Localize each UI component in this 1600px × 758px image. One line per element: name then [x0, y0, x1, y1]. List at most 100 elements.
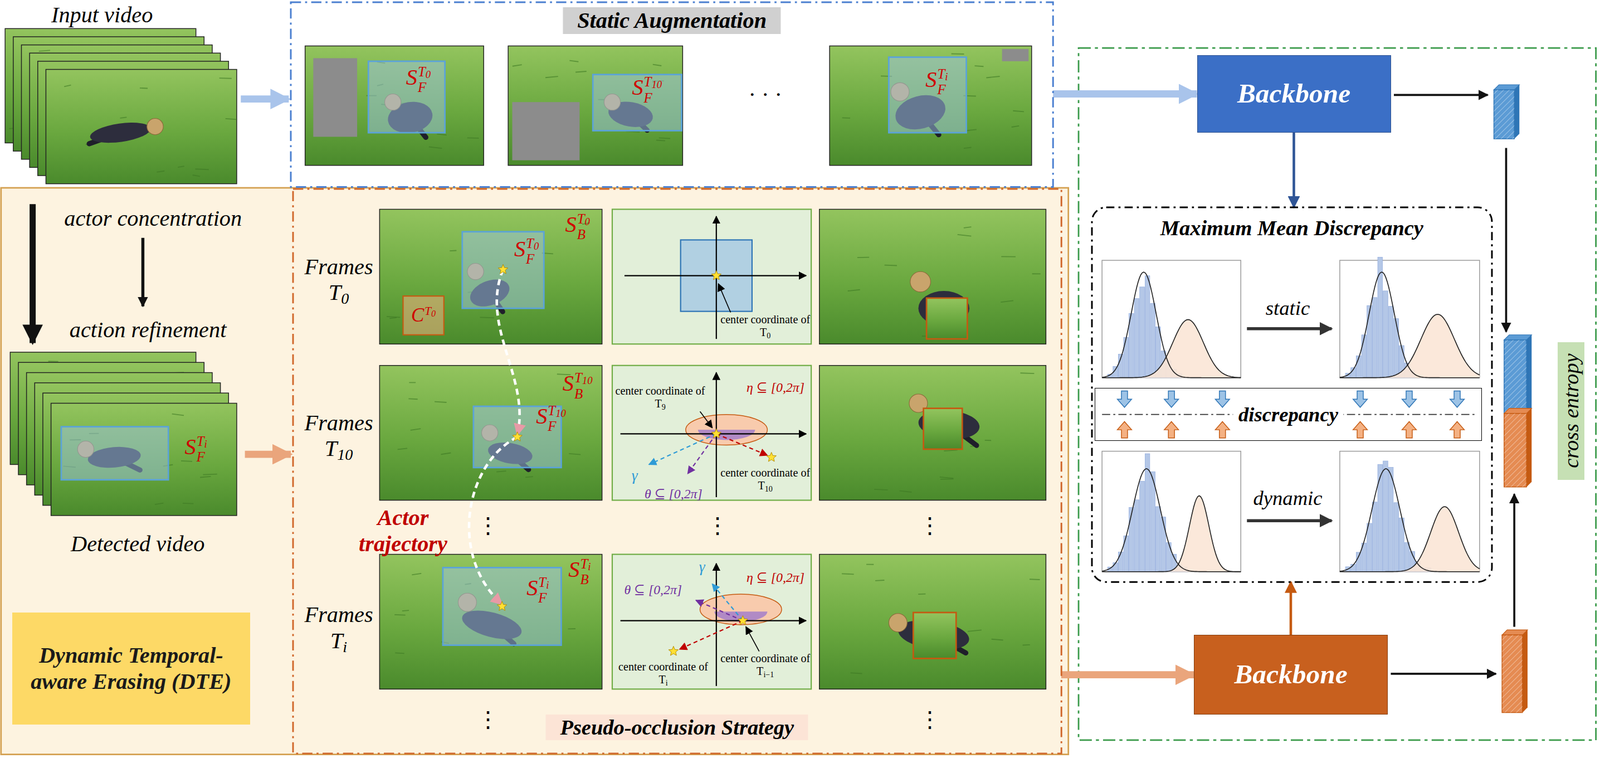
grass-streak: [656, 140, 666, 141]
arrow-line: [715, 563, 717, 686]
script-stack: FT0: [525, 235, 539, 267]
diagram-label: · · ·: [748, 81, 783, 108]
histogram-bar: [1372, 297, 1378, 378]
grass-streak: [965, 129, 977, 131]
box-label: Backbone: [1237, 77, 1351, 110]
symbol-letter: T: [658, 672, 666, 686]
text-run: center coordinate of: [618, 660, 709, 673]
subscript: B: [579, 572, 591, 587]
feature-front: [1504, 413, 1527, 487]
grass-streak: [154, 503, 164, 505]
frame-grass: [819, 208, 1047, 344]
grass-streak: [1000, 300, 1014, 302]
grass-streak: [847, 289, 861, 291]
chart-frame: [1101, 260, 1241, 378]
script-stack: FT10: [547, 403, 567, 434]
diagram-label: Actor trajectory: [352, 504, 455, 557]
histogram-bar: [1139, 286, 1145, 378]
histogram-bar: [1383, 460, 1389, 572]
arrow-line: [1246, 518, 1332, 522]
video-frame: [508, 45, 683, 165]
actor-trajectory: [496, 269, 520, 436]
grass-streak: [182, 502, 194, 505]
subscript: F: [417, 80, 431, 95]
actor-box: [462, 231, 545, 309]
diagram-label: center coordinate of T9: [615, 384, 705, 412]
superscript-letter: T: [579, 555, 588, 571]
center-star: [711, 428, 721, 438]
text-run: Input video: [51, 2, 153, 28]
symbol-letter: S: [184, 433, 197, 460]
text-run: γ: [631, 466, 638, 484]
video-frame: [51, 402, 237, 515]
grass-streak: [441, 452, 452, 455]
feature-front: [1494, 89, 1515, 139]
subscript: 0: [340, 289, 349, 307]
erased-patch: [1002, 49, 1029, 62]
distribution-chart: [1339, 451, 1480, 572]
video-frame: [819, 208, 1047, 344]
grass-streak: [1022, 644, 1031, 646]
symbol-letter: T: [654, 397, 662, 411]
grass-streak: [408, 398, 418, 400]
subscript: F: [547, 418, 567, 434]
up-arrow-orange: [1353, 421, 1368, 438]
histogram-bar: [1134, 499, 1139, 572]
diagram-label: γ: [699, 558, 706, 577]
grass-streak: [496, 470, 506, 472]
center-star: [512, 431, 523, 442]
superscript-letter: T: [577, 210, 585, 226]
grass-streak: [943, 449, 958, 451]
grass-streak: [48, 360, 59, 362]
arrow-line: [240, 95, 289, 103]
down-arrow-blue: [1117, 391, 1133, 408]
superscript-letter: T: [937, 65, 945, 81]
subscript: 0: [766, 330, 771, 340]
feature-side: [1522, 629, 1528, 712]
center-star: [766, 451, 777, 462]
text-run: Frames: [304, 410, 374, 436]
diagram-label: η ⊆ [0,2π]: [746, 569, 805, 585]
arrow-line: [700, 411, 713, 428]
frame-grass: [819, 554, 1047, 690]
text-run: static: [1265, 296, 1310, 320]
grass-streak: [575, 71, 587, 72]
diagram-label: γ: [631, 466, 638, 485]
text-run: ⋮: [918, 512, 941, 538]
text-run: Pseudo-occlusion Strategy: [559, 715, 794, 739]
frame-grass: [379, 554, 602, 690]
figure-head: [910, 271, 931, 292]
grass-streak: [940, 477, 954, 480]
video-frame: [829, 45, 1032, 165]
grass-streak: [225, 118, 238, 120]
chart-frame: [1339, 260, 1480, 378]
up-arrow-orange: [1402, 421, 1417, 438]
box-label: Dynamic Temporal-aware Erasing (DTE): [20, 642, 242, 695]
superscript-letter: T: [417, 64, 426, 80]
actor-box: [442, 567, 562, 645]
superscript: Ti: [196, 433, 208, 450]
region-title: Static Augmentation: [563, 7, 782, 34]
text-run: Maximum Mean Discrepancy: [1160, 216, 1424, 240]
symbol-letter: S: [562, 371, 574, 397]
center-star: [738, 615, 748, 625]
grass-streak: [957, 234, 972, 237]
grass-streak: [200, 476, 211, 478]
superscript: Ti: [538, 574, 549, 590]
grass-streak: [1012, 110, 1024, 112]
superscript: T0: [525, 235, 539, 252]
band-label: discrepancy: [1233, 402, 1344, 426]
grass-streak: [1020, 372, 1034, 374]
diagram-label: SFT0: [514, 235, 539, 267]
video-frame: [819, 554, 1047, 690]
subscript: F: [196, 449, 208, 465]
histogram-bar: [1361, 334, 1367, 378]
arrow-line: [1513, 494, 1516, 627]
down-arrow-blue: [1450, 391, 1465, 408]
erased-patch: [313, 57, 358, 137]
superscript-index: 0: [425, 68, 431, 81]
figure-head: [147, 118, 164, 135]
text-run: η ⊆ [0,2π]: [746, 569, 805, 585]
grass-streak: [884, 264, 897, 267]
coordinate-panel: [612, 554, 812, 690]
